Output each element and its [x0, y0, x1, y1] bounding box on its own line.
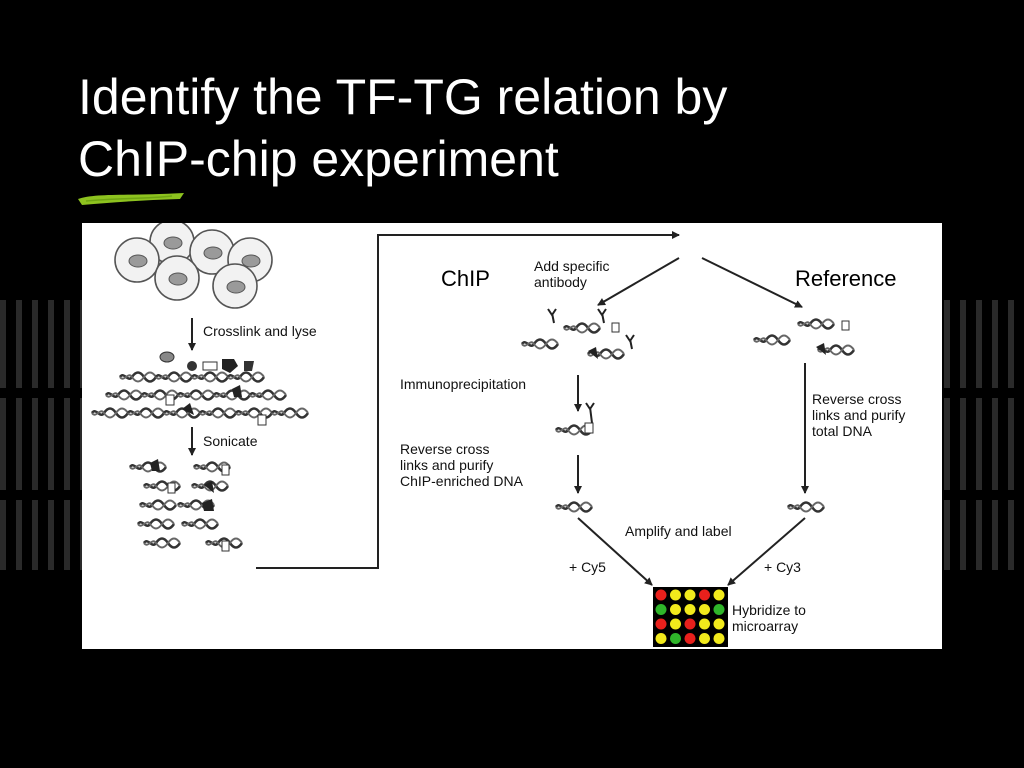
microarray-spot	[684, 604, 696, 615]
immunoprecipitation-label: Immunoprecipitation	[400, 376, 527, 392]
add-antibody-label: Add specific antibody	[534, 258, 610, 290]
green-brush-stroke	[78, 193, 184, 205]
cell-cluster	[114, 223, 273, 309]
microarray-spot	[670, 604, 681, 615]
microarray-spot	[684, 618, 696, 630]
chip-heading: ChIP	[441, 266, 490, 291]
immunoprecipitated-dna	[554, 402, 595, 436]
chip-antibody-dna	[520, 308, 635, 360]
microarray-spot	[713, 633, 725, 644]
microarray-spot	[655, 633, 667, 644]
crosslink-label: Crosslink and lyse	[203, 323, 317, 339]
microarray-spot	[699, 604, 710, 615]
connector-arrow	[256, 231, 680, 569]
diagram-graphics	[90, 223, 856, 647]
cy3-label: + Cy3	[764, 559, 801, 575]
microarray-spot	[713, 589, 725, 601]
slide-title: Identify the TF-TG relation by ChIP-chip…	[78, 66, 727, 190]
reverse-chip-label: Reverse cross links and purify ChIP-enri…	[400, 441, 523, 489]
sonicated-fragments	[128, 459, 244, 552]
cy5-label: + Cy5	[569, 559, 606, 575]
slide-title-line-1: Identify the TF-TG relation by	[78, 69, 728, 125]
microarray-spot	[713, 604, 725, 615]
cy5-arrow	[577, 517, 653, 586]
protein-shapes	[159, 351, 254, 373]
reference-heading: Reference	[795, 266, 897, 291]
chip-enriched-dna	[554, 501, 594, 513]
chromatin-dna	[90, 371, 310, 426]
microarray-spot	[684, 589, 696, 601]
reverse-total-label: Reverse cross links and purify total DNA	[812, 391, 906, 439]
microarray-spot	[655, 604, 667, 615]
microarray-spot	[670, 589, 681, 601]
microarray-spot	[699, 633, 710, 644]
reference-split-arrow	[701, 257, 803, 308]
total-dna	[786, 501, 826, 513]
microarray-spot	[670, 618, 681, 630]
slide-title-line-2: ChIP-chip experiment	[78, 131, 559, 187]
microarray-spot	[655, 618, 667, 630]
microarray-spot	[713, 618, 725, 630]
amplify-label: Amplify and label	[625, 523, 732, 539]
microarray-spot	[684, 633, 696, 644]
hybridize-label: Hybridize to microarray	[732, 602, 806, 634]
chip-split-arrow	[597, 257, 680, 306]
microarray-spot	[699, 618, 710, 630]
microarray-spots	[655, 589, 725, 644]
cy3-arrow	[727, 517, 806, 586]
chip-chip-diagram: Crosslink and lyse Sonicate ChIP Add spe…	[82, 223, 942, 649]
microarray-spot	[670, 633, 681, 644]
sonicate-label: Sonicate	[203, 433, 258, 449]
microarray-spot	[655, 589, 667, 601]
microarray-spot	[699, 589, 710, 601]
reference-dna	[752, 318, 856, 356]
